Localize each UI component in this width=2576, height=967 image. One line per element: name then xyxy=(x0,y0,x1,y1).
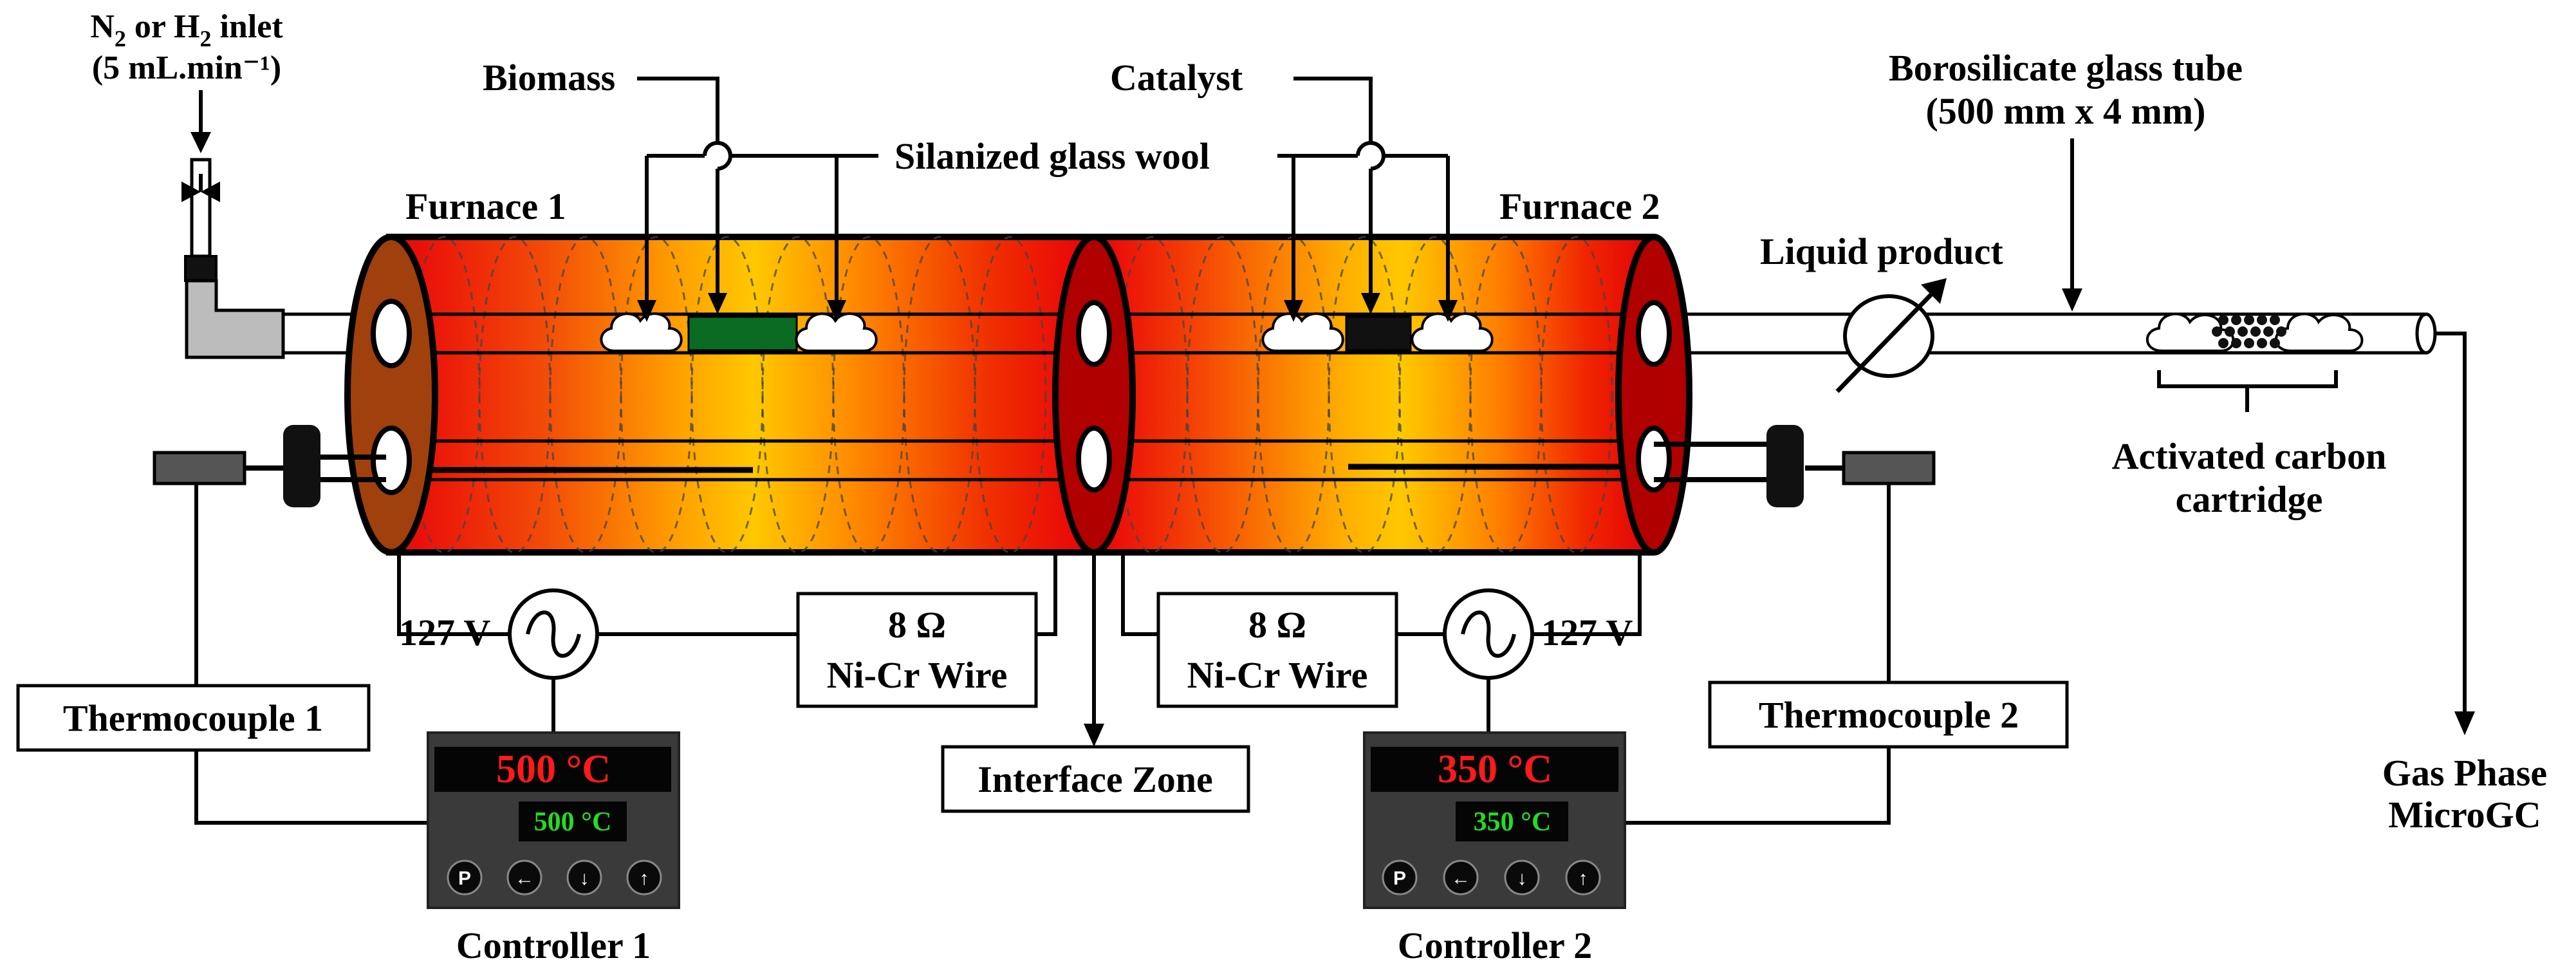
svg-text:↑: ↑ xyxy=(1579,868,1588,889)
thermocouple-1: Thermocouple 1 xyxy=(16,484,428,825)
interface-ring xyxy=(1052,234,1136,556)
controller-2-reading-display xyxy=(1456,802,1568,841)
furnace-1 xyxy=(344,234,1094,556)
inlet-label: N2 or H2 inlet xyxy=(90,8,283,52)
controller-1-reading-display xyxy=(519,802,627,841)
furnace-1-body xyxy=(386,237,1094,552)
thermocouple-2-head xyxy=(1654,425,1936,507)
interface-zone-label: Interface Zone xyxy=(978,758,1213,800)
svg-text:←: ← xyxy=(1451,868,1470,889)
activated-carbon-cartridge: Activated carbon cartridge xyxy=(2112,312,2387,520)
interface-zone: Interface Zone xyxy=(941,552,1250,813)
svg-text:←: ← xyxy=(515,868,534,889)
gas-inlet: N2 or H2 inlet (5 mL.min⁻¹) xyxy=(90,8,285,359)
glass-wool-catalyst-right xyxy=(1411,312,1494,352)
voltage-right-label: 127 V xyxy=(1541,612,1633,653)
furnace-2-end-cap xyxy=(1615,234,1692,556)
svg-text:↓: ↓ xyxy=(580,868,589,889)
controller-1-label: Controller 1 xyxy=(456,925,651,966)
biomass-label: Biomass xyxy=(483,57,615,99)
controller-1: 500 °C 500 °C P ← ↓ ↑ Controller 1 xyxy=(427,731,680,966)
controller-2-button-p[interactable]: P xyxy=(1382,859,1418,896)
controller-2-label: Controller 2 xyxy=(1398,925,1592,966)
resistor-right: 8 Ω Ni-Cr Wire xyxy=(1156,592,1398,708)
inlet-flow-label: (5 mL.min⁻¹) xyxy=(92,50,281,86)
thermocouple-1-label: Thermocouple 1 xyxy=(63,697,323,739)
controller-1-reading: 500 °C xyxy=(534,807,612,837)
furnace-1-label: Furnace 1 xyxy=(405,185,566,227)
furnace-1-end-cap xyxy=(344,234,438,556)
label-catalyst: Catalyst xyxy=(1110,57,1385,314)
carbon-label-2: cartridge xyxy=(2176,478,2323,520)
controller-1-button-up[interactable]: ↑ xyxy=(626,859,662,896)
resistance-right-label: 8 Ω xyxy=(1248,604,1306,646)
liquid-product-trap: Liquid product xyxy=(1760,230,2003,393)
circuit-right: 127 V xyxy=(1121,552,1642,733)
silanized-wool-label: Silanized glass wool xyxy=(894,135,1210,177)
glass-tube-size-label: (500 mm x 4 mm) xyxy=(1926,90,2206,132)
inlet-valve-icon-2 xyxy=(201,182,220,202)
inlet-valve-icon xyxy=(181,182,201,202)
label-silanized-wool: Silanized glass wool xyxy=(637,135,1458,322)
controller-1-button-left[interactable]: ← xyxy=(506,859,542,896)
inlet-elbow xyxy=(185,279,285,359)
svg-text:P: P xyxy=(458,868,471,889)
resistor-left: 8 Ω Ni-Cr Wire xyxy=(796,592,1038,708)
label-biomass: Biomass xyxy=(483,57,732,314)
furnace-2-label: Furnace 2 xyxy=(1499,185,1660,227)
controller-2-button-up[interactable]: ↑ xyxy=(1565,859,1601,896)
controller-1-setpoint: 500 °C xyxy=(496,747,611,791)
controller-2-setpoint: 350 °C xyxy=(1438,747,1552,791)
furnace-2 xyxy=(1094,234,1692,556)
controller-2-setpoint-display xyxy=(1371,747,1618,792)
liquid-product-label: Liquid product xyxy=(1760,230,2003,272)
thermocouple-1-head xyxy=(153,425,386,507)
svg-text:↑: ↑ xyxy=(640,868,649,889)
glass-tube-label: Borosilicate glass tube xyxy=(1889,47,2243,89)
microgc-label: MicroGC xyxy=(2388,794,2541,836)
controller-2-button-left[interactable]: ← xyxy=(1443,859,1479,896)
wire-right-label: Ni-Cr Wire xyxy=(1187,654,1368,696)
inlet-arrow-head xyxy=(190,132,211,153)
controller-2-reading: 350 °C xyxy=(1474,807,1552,837)
circuit-left: 127 V xyxy=(397,552,1057,733)
wire-left-label: Ni-Cr Wire xyxy=(827,654,1008,696)
voltage-left-label: 127 V xyxy=(399,612,490,653)
furnace-1-coil xyxy=(407,236,1047,554)
controller-2: 350 °C 350 °C P ← ↓ ↑ Controller 2 xyxy=(1363,731,1626,966)
thermocouple-2: Thermocouple 2 xyxy=(1625,484,2069,825)
catalyst-label: Catalyst xyxy=(1110,57,1243,99)
controller-2-button-down[interactable]: ↓ xyxy=(1504,859,1540,896)
gas-outlet: Gas Phase MicroGC xyxy=(2382,332,2547,836)
controller-1-setpoint-display xyxy=(434,747,671,792)
carbon-label: Activated carbon xyxy=(2112,435,2387,477)
glass-wool-catalyst-left xyxy=(1261,312,1344,352)
resistance-left-label: 8 Ω xyxy=(888,604,946,646)
svg-text:P: P xyxy=(1393,868,1406,889)
glass-wool-left xyxy=(600,312,683,352)
controller-1-button-down[interactable]: ↓ xyxy=(566,859,602,896)
biomass-bed xyxy=(687,315,798,352)
thermocouple-2-label: Thermocouple 2 xyxy=(1759,694,2019,736)
catalyst-bed xyxy=(1345,315,1412,352)
controller-1-button-p[interactable]: P xyxy=(447,859,483,896)
inlet-fitting xyxy=(184,255,218,282)
label-glass-tube: Borosilicate glass tube (500 mm x 4 mm) xyxy=(1889,47,2243,312)
gas-phase-label: Gas Phase xyxy=(2382,752,2547,794)
svg-text:↓: ↓ xyxy=(1517,868,1527,889)
